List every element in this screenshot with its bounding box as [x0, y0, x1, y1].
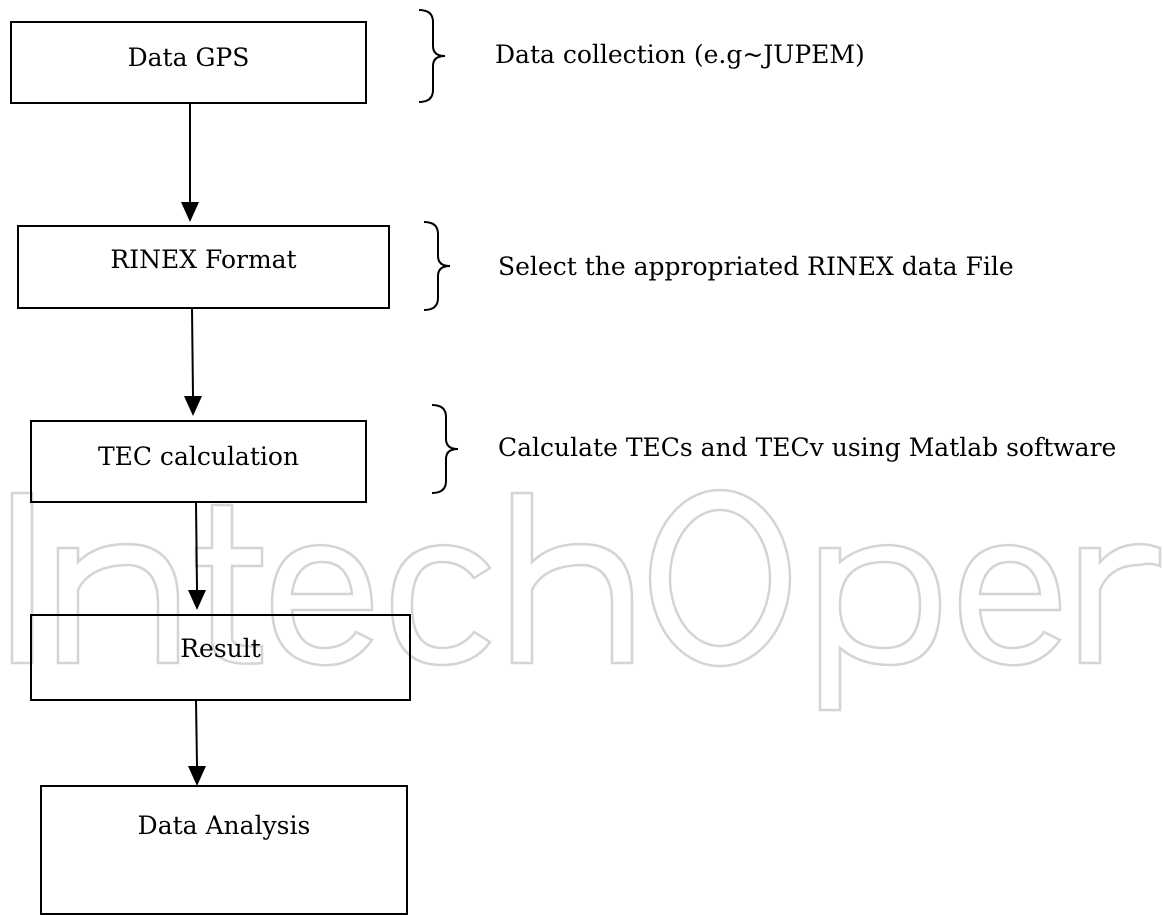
step-data-analysis: Data Analysis [40, 785, 408, 915]
note-tec-calculation: Calculate TECs and TECv using Matlab sof… [498, 433, 1117, 462]
brace-tec-calculation [431, 404, 459, 494]
step-rinex-format: RINEX Format [17, 225, 390, 309]
step-data-gps: Data GPS [10, 21, 367, 104]
brace-data-collection [418, 9, 446, 103]
brace-rinex-selection [423, 221, 451, 311]
arrow-tec-to-result [195, 501, 198, 591]
arrowhead-tec-to-result [188, 590, 206, 610]
note-rinex-selection: Select the appropriated RINEX data File [498, 252, 1014, 281]
step-result: Result [30, 614, 411, 701]
arrow-result-to-analysis [195, 699, 198, 767]
arrowhead-gps-to-rinex [181, 202, 199, 222]
step-tec-calculation: TEC calculation [30, 420, 367, 503]
step-label: Data Analysis [137, 811, 311, 840]
arrowhead-result-to-analysis [188, 766, 206, 786]
step-label: RINEX Format [110, 245, 297, 274]
note-data-collection: Data collection (e.g~JUPEM) [495, 40, 865, 69]
step-label: Data GPS [127, 43, 250, 72]
arrowhead-rinex-to-tec [184, 396, 202, 416]
step-label: Result [180, 634, 261, 663]
step-label: TEC calculation [97, 442, 300, 471]
arrow-rinex-to-tec [191, 307, 194, 397]
